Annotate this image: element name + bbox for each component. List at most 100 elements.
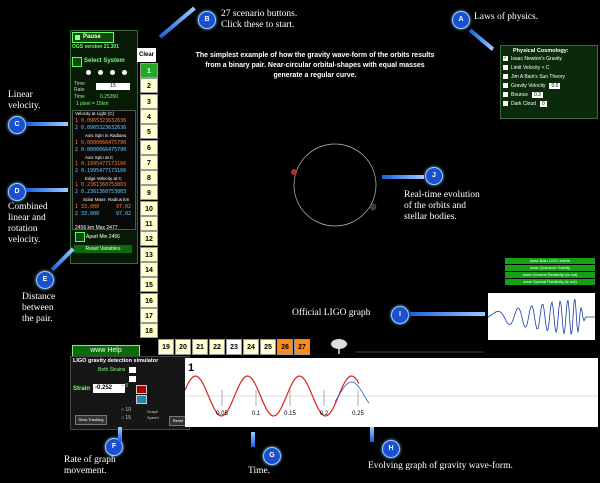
- scenario-button[interactable]: 27: [294, 339, 310, 355]
- star-1: [291, 169, 297, 175]
- badge-f: F: [105, 438, 123, 456]
- physics-option[interactable]: Jim A Bain's Sun Theory: [503, 74, 565, 80]
- scenario-button[interactable]: 22: [209, 339, 225, 355]
- body-number: 2: [75, 125, 82, 131]
- scenario-button[interactable]: 9: [140, 185, 158, 201]
- scenario-button[interactable]: 5: [140, 124, 158, 140]
- rate-option[interactable]: ○ 10: [121, 407, 131, 413]
- scenario-button[interactable]: 23: [226, 339, 242, 355]
- axis-spin-1: 1 0.0000066475790: [75, 140, 126, 146]
- reference-link[interactable]: www Quantum Gravity: [505, 265, 595, 271]
- scenario-button[interactable]: 17: [140, 307, 158, 323]
- scenario-button[interactable]: 4: [140, 108, 158, 124]
- simulator-title: LIGO gravity detection simulator: [73, 358, 159, 364]
- scenario-button[interactable]: 11: [140, 216, 158, 231]
- physics-option[interactable]: Limit Velocity < C: [503, 65, 550, 71]
- label-official-ligo: Official LIGO graph: [292, 308, 371, 318]
- distance-min: 2456: [108, 234, 120, 240]
- body-number: 1: [75, 182, 82, 188]
- system-radio[interactable]: [86, 70, 91, 75]
- edge-vel-title: Edge Velocity at C: [85, 176, 122, 181]
- strain-1-checkbox[interactable]: [129, 376, 136, 382]
- readout-panel: [72, 110, 136, 230]
- strain-color-blue[interactable]: [136, 395, 147, 404]
- scenario-button[interactable]: 20: [175, 339, 191, 355]
- scenario-button[interactable]: 26: [277, 339, 293, 355]
- both-strains-checkbox[interactable]: [129, 367, 136, 373]
- scenario-button[interactable]: 2: [140, 78, 158, 94]
- physics-option[interactable]: ✓Isaac Newton's Gravity: [503, 56, 562, 62]
- physics-option-value[interactable]: 0: [540, 101, 547, 107]
- axis-spin-title: Axis Spin in Radians: [85, 133, 127, 138]
- system-radio[interactable]: [110, 70, 115, 75]
- checkbox-icon[interactable]: [503, 101, 508, 107]
- reset-variables-button[interactable]: Reset Variables: [74, 245, 132, 253]
- scenario-button[interactable]: 12: [140, 231, 158, 247]
- system-radio[interactable]: [122, 70, 127, 75]
- axis-spin-2-value: 0.0000066475790: [81, 147, 127, 153]
- scenario-button[interactable]: 1: [140, 63, 158, 78]
- strain-label: Strain: [73, 386, 91, 392]
- scenario-button[interactable]: 19: [158, 339, 174, 355]
- strain-color-red[interactable]: [136, 385, 147, 394]
- rate-option[interactable]: ● 5: [121, 383, 128, 391]
- radio-icon: ●: [121, 383, 126, 389]
- scenario-button[interactable]: 13: [140, 246, 158, 262]
- system-radio[interactable]: [98, 70, 103, 75]
- scenario-button[interactable]: 24: [243, 339, 259, 355]
- checkbox-checked-icon[interactable]: ✓: [503, 55, 508, 62]
- physics-option-label: Gravity Velocity: [511, 83, 546, 89]
- rate-option[interactable]: ○ 15: [121, 415, 131, 421]
- physics-option-value[interactable]: 0.3: [531, 92, 543, 98]
- star-2: [369, 203, 377, 211]
- physics-option-label: Jim A Bain's Sun Theory: [511, 74, 565, 80]
- scenario-button[interactable]: 8: [140, 170, 158, 186]
- reference-link[interactable]: www Bain LIGO article: [505, 258, 595, 264]
- axis-spin-c-title: Axis Spin at C: [85, 155, 114, 160]
- axis-spin-1-value: 0.0000066475790: [81, 140, 127, 146]
- scenario-button[interactable]: 18: [140, 323, 158, 339]
- rate-input[interactable]: 15: [96, 83, 130, 90]
- physics-option-value[interactable]: 0.0: [549, 83, 561, 89]
- time-label: Time: [74, 81, 85, 87]
- apart-row: Apart Min 2456: [86, 234, 120, 240]
- scenario-button[interactable]: 14: [140, 261, 158, 277]
- tick-label: 0.2: [320, 411, 329, 417]
- pause-checkbox[interactable]: [75, 35, 80, 40]
- checkbox-icon[interactable]: [503, 92, 508, 98]
- both-strains-label: Both Strains: [98, 367, 126, 373]
- body-number: 2: [75, 168, 82, 174]
- scenario-button[interactable]: 6: [140, 139, 158, 155]
- clear-button[interactable]: Clear: [137, 48, 156, 62]
- label-distance: Distance between the pair.: [22, 292, 56, 324]
- scenario-button[interactable]: 21: [192, 339, 208, 355]
- badge-e: E: [36, 271, 54, 289]
- reference-link[interactable]: www General Relativity (is not): [505, 272, 595, 278]
- checkbox-icon[interactable]: [503, 74, 508, 80]
- scenario-button[interactable]: 15: [140, 277, 158, 293]
- pause-button[interactable]: Pause: [72, 32, 114, 43]
- label-laws-of-physics: Laws of physics.: [474, 12, 539, 22]
- apart-toggle[interactable]: [75, 232, 85, 242]
- detector-dish: [331, 339, 347, 349]
- scenario-button[interactable]: 7: [140, 154, 158, 170]
- checkbox-icon[interactable]: [503, 83, 508, 89]
- checkbox-icon[interactable]: [503, 65, 508, 71]
- label-combined-velocity: Combined linear and rotation velocity.: [8, 202, 48, 245]
- reference-link[interactable]: www Special Relativity (is not): [505, 279, 595, 285]
- edge-vel-2: 2 0.2361360753803: [75, 189, 126, 195]
- scenario-button[interactable]: 25: [260, 339, 276, 355]
- system-radios: [76, 69, 132, 79]
- badge-h: H: [382, 440, 400, 458]
- scenario-button[interactable]: 3: [140, 93, 158, 109]
- scenario-button[interactable]: 10: [140, 200, 158, 216]
- graph-number: 1: [188, 362, 195, 374]
- slow-tracking-button[interactable]: Slow Tracking: [75, 415, 107, 425]
- scenario-button[interactable]: 16: [140, 292, 158, 308]
- body-number: 2: [75, 147, 82, 153]
- body-number: 2: [75, 211, 82, 217]
- select-system-toggle[interactable]: [72, 57, 82, 67]
